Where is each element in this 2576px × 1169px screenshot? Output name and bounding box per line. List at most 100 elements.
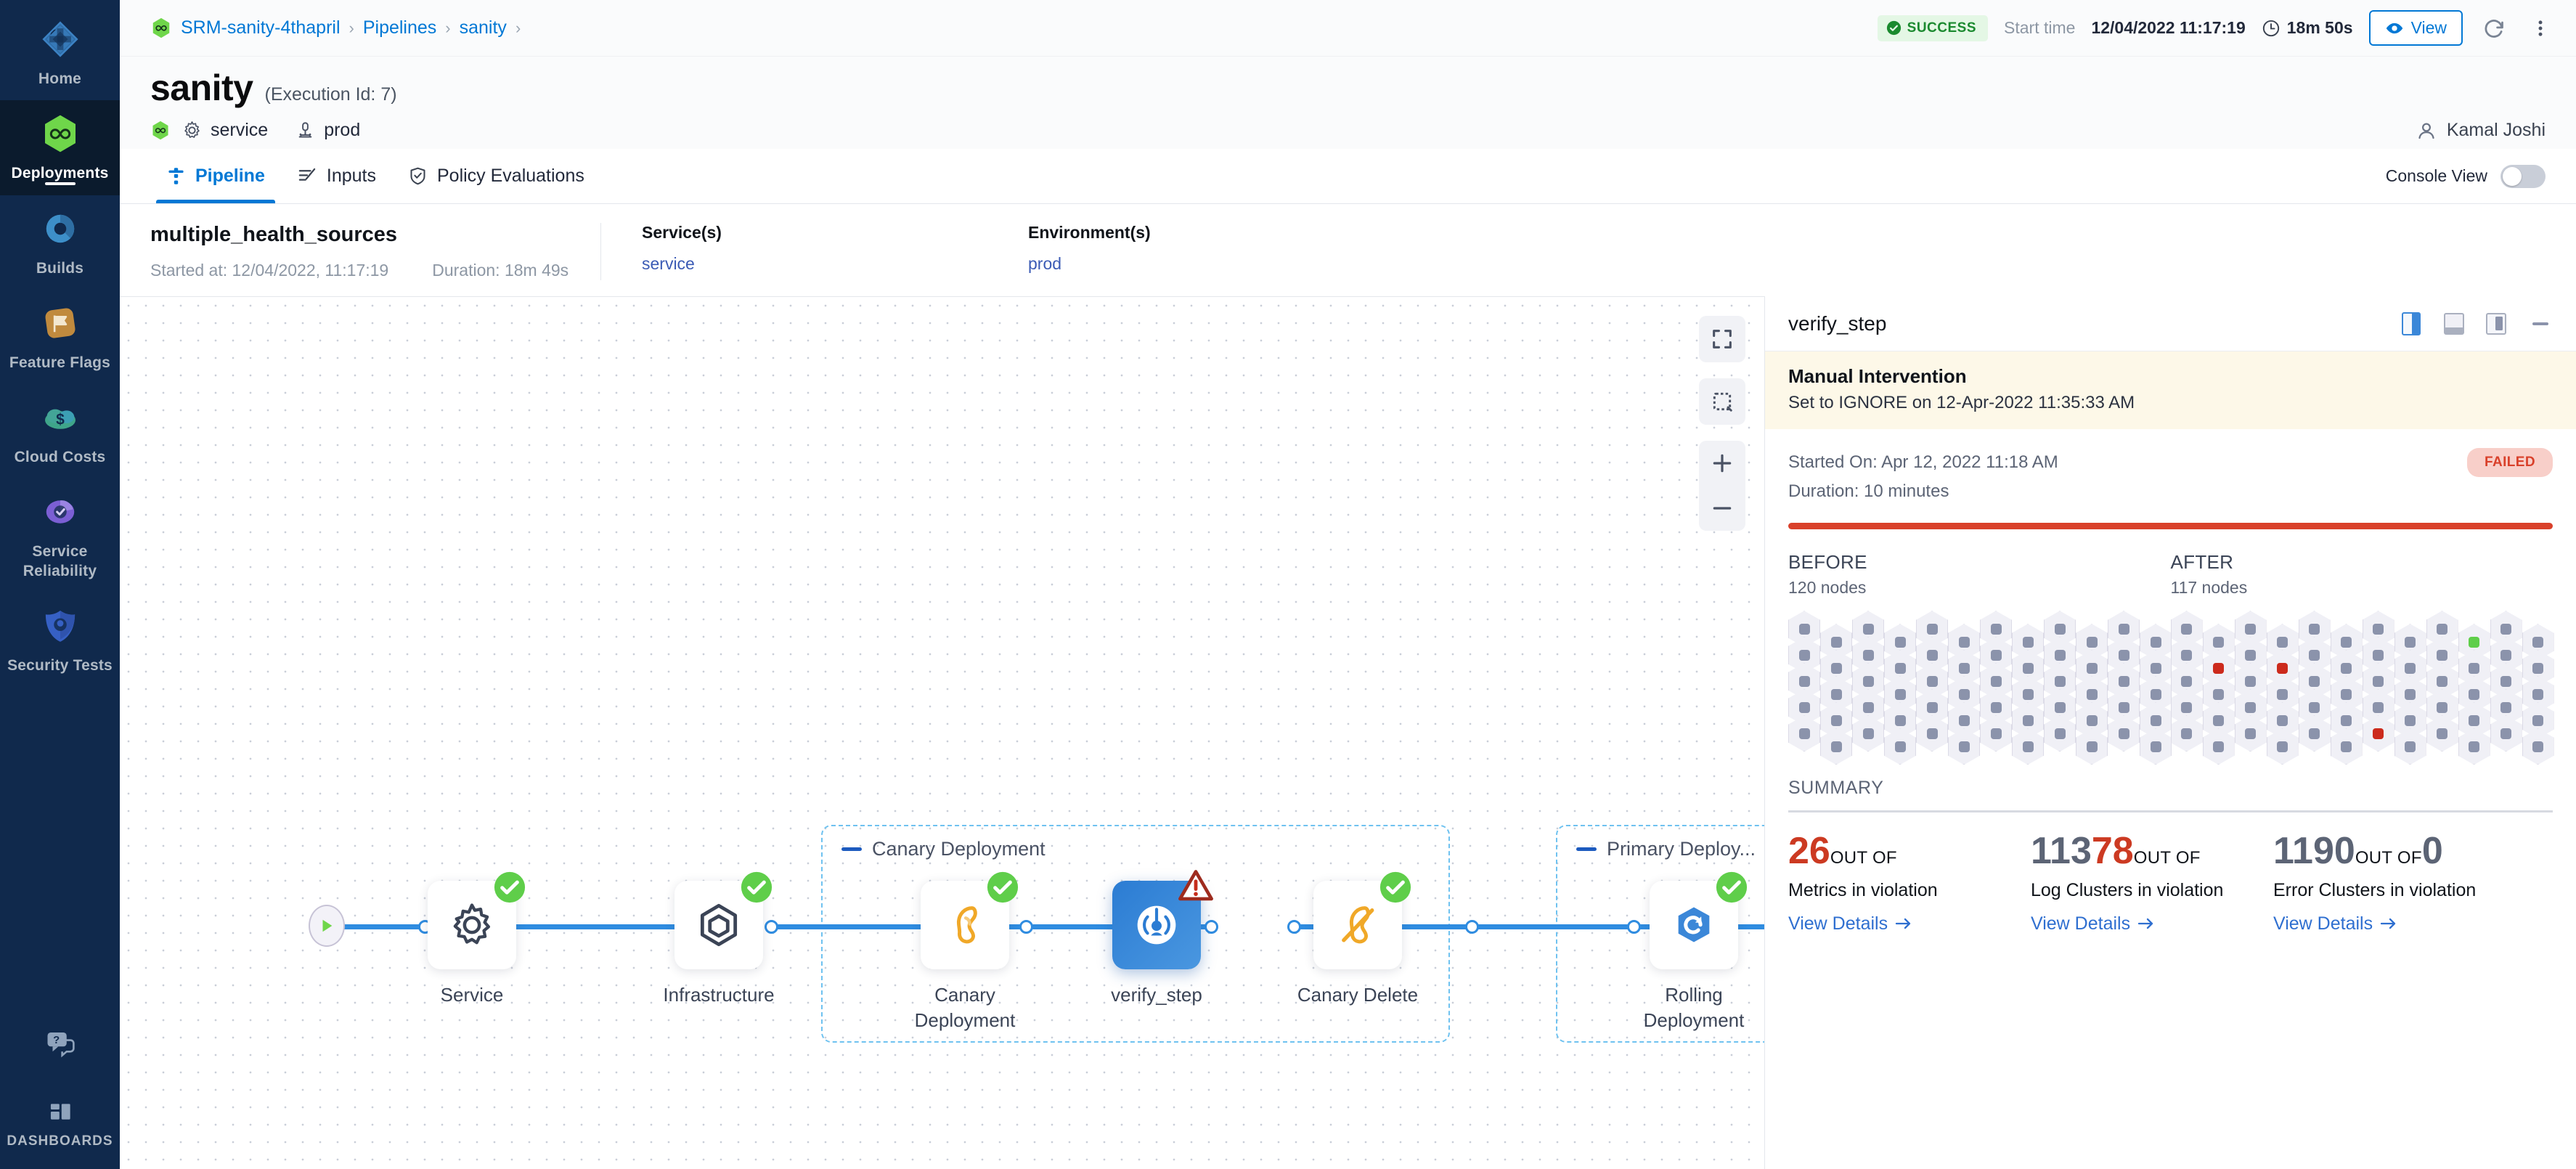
node-hex-cell[interactable] (2426, 663, 2458, 700)
breadcrumb-project[interactable]: SRM-sanity-4thapril (181, 17, 341, 38)
minimize-icon[interactable] (2528, 312, 2553, 335)
user-account[interactable]: Kamal Joshi (2416, 120, 2546, 142)
environment-link[interactable]: prod (1028, 254, 1062, 273)
group-collapse-icon[interactable] (1576, 847, 1597, 851)
tab-policy-evaluations[interactable]: Policy Evaluations (392, 149, 600, 203)
node-hex-cell[interactable] (2330, 728, 2363, 765)
environment-chip[interactable]: prod (295, 120, 360, 141)
node-hex-cell[interactable] (1788, 715, 1820, 752)
node-hex-cell[interactable] (1948, 728, 1980, 765)
group-primary-deployment[interactable]: Primary Deploy... (1556, 825, 1764, 1043)
before-node-hexgrid[interactable] (1788, 611, 2172, 765)
node-hex-cell[interactable] (2170, 689, 2203, 726)
sidebar-item-feature-flags[interactable]: Feature Flags (0, 290, 120, 384)
node-hex-cell[interactable] (2362, 715, 2394, 752)
node-hex-cell[interactable] (2170, 715, 2203, 752)
select-area-icon[interactable] (1699, 378, 1745, 425)
more-vertical-icon[interactable] (2525, 13, 2556, 44)
hex-shape (2298, 715, 2331, 752)
node-hex-cell[interactable] (2426, 715, 2458, 752)
node-canary-deployment[interactable]: Canary Deployment (896, 871, 1034, 1033)
node-hex-cell[interactable] (2266, 728, 2299, 765)
tab-inputs[interactable]: Inputs (281, 149, 392, 203)
sidebar-item-service-reliability[interactable]: Service Reliability (0, 478, 120, 592)
zoom-out-icon[interactable] (1699, 486, 1745, 531)
view-button[interactable]: View (2368, 10, 2463, 46)
node-hex-cell[interactable] (2298, 715, 2331, 752)
node-infrastructure[interactable]: Infrastructure (650, 871, 788, 1008)
sidebar-item-home[interactable]: Home (0, 6, 120, 100)
refresh-icon[interactable] (2479, 13, 2509, 44)
node-hex-cell[interactable] (1788, 637, 1820, 674)
panel-right-icon[interactable] (2486, 312, 2511, 335)
node-hex-cell[interactable] (2298, 689, 2331, 726)
execution-id: (Execution Id: 7) (264, 84, 397, 105)
summary-view-details-link[interactable]: View Details (2031, 913, 2155, 934)
sidebar-item-help[interactable]: ? (0, 1009, 120, 1085)
node-verify-step[interactable]: verify_step (1088, 870, 1226, 1008)
node-hex-cell[interactable] (1884, 728, 1916, 765)
console-view-toggle[interactable]: Console View (2386, 164, 2546, 188)
node-hex-cell[interactable] (2140, 624, 2172, 661)
pipeline-canvas[interactable]: Canary Deployment Primary Deploy... (120, 296, 1764, 1169)
sidebar-item-dashboards[interactable]: DASHBOARDS (0, 1085, 120, 1169)
breadcrumb: SRM-sanity-4thapril › Pipelines › sanity… (150, 16, 521, 40)
node-hex-cell[interactable] (2076, 650, 2108, 687)
node-hex-cell[interactable] (2330, 650, 2363, 687)
sidebar-item-cloud-costs[interactable]: $ Cloud Costs (0, 384, 120, 478)
node-hex-cell[interactable] (2234, 715, 2267, 752)
after-node-hexgrid[interactable] (2170, 611, 2554, 765)
node-hex-cell[interactable] (2076, 676, 2108, 713)
tab-bar: Pipeline Inputs Policy Evaluations Conso… (120, 149, 2576, 204)
node-hex-cell[interactable] (1852, 715, 1884, 752)
node-card[interactable] (428, 871, 526, 969)
node-hex-cell[interactable] (2044, 715, 2076, 752)
node-hex-cell[interactable] (2394, 728, 2426, 765)
panel-bottom-icon[interactable] (2444, 312, 2469, 335)
breadcrumb-pipeline[interactable]: sanity (459, 17, 507, 38)
sidebar-item-builds[interactable]: Builds (0, 195, 120, 290)
summary-count-row: 11378 OUT OF (2031, 831, 2249, 871)
node-hex-cell[interactable] (2522, 624, 2554, 661)
node-card[interactable] (1650, 871, 1748, 969)
node-hex-cell[interactable] (2076, 728, 2108, 765)
breadcrumb-pipelines[interactable]: Pipelines (362, 17, 437, 38)
node-hex-cell[interactable] (2108, 715, 2140, 752)
group-canary-deployment[interactable]: Canary Deployment (821, 825, 1450, 1043)
node-label: Canary Delete (1297, 984, 1419, 1006)
node-hex-cell[interactable] (1884, 702, 1916, 739)
node-card[interactable] (1313, 871, 1411, 969)
zoom-in-icon[interactable] (1699, 441, 1745, 486)
node-card[interactable] (1112, 870, 1213, 969)
node-hex-cell[interactable] (2490, 715, 2522, 752)
project-infinity-icon (152, 17, 170, 38)
node-card[interactable] (674, 871, 773, 969)
pipeline-start-node[interactable] (309, 905, 345, 947)
sidebar-item-security-tests[interactable]: Security Tests (0, 592, 120, 687)
node-service[interactable]: Service (403, 871, 541, 1008)
node-card[interactable] (921, 871, 1019, 969)
node-hex-cell[interactable] (1916, 715, 1948, 752)
node-hex-cell[interactable] (2458, 728, 2490, 765)
node-hex-cell[interactable] (2522, 676, 2554, 713)
node-hex-cell[interactable] (1820, 728, 1852, 765)
node-hex-cell[interactable] (2458, 702, 2490, 739)
node-hex-cell[interactable] (2522, 728, 2554, 765)
node-canary-delete[interactable]: Canary Delete (1289, 871, 1427, 1008)
summary-view-details-link[interactable]: View Details (1788, 913, 1912, 934)
summary-view-details-link[interactable]: View Details (2273, 913, 2397, 934)
node-hex-cell[interactable] (2234, 689, 2267, 726)
panel-split-icon[interactable] (2402, 311, 2426, 335)
node-hex-cell[interactable] (2012, 728, 2044, 765)
tab-pipeline[interactable]: Pipeline (150, 149, 281, 203)
node-hex-cell[interactable] (1980, 715, 2012, 752)
console-view-switch[interactable] (2500, 164, 2546, 188)
node-hex-cell[interactable] (2202, 728, 2235, 765)
sidebar-item-deployments[interactable]: Deployments (0, 100, 120, 195)
node-rolling-deployment[interactable]: Rolling Deployment (1625, 871, 1763, 1033)
node-hex-cell[interactable] (2140, 728, 2172, 765)
service-chip[interactable]: service (182, 120, 268, 141)
fullscreen-icon[interactable] (1699, 316, 1745, 362)
service-link[interactable]: service (642, 254, 695, 273)
group-collapse-icon[interactable] (841, 847, 862, 851)
